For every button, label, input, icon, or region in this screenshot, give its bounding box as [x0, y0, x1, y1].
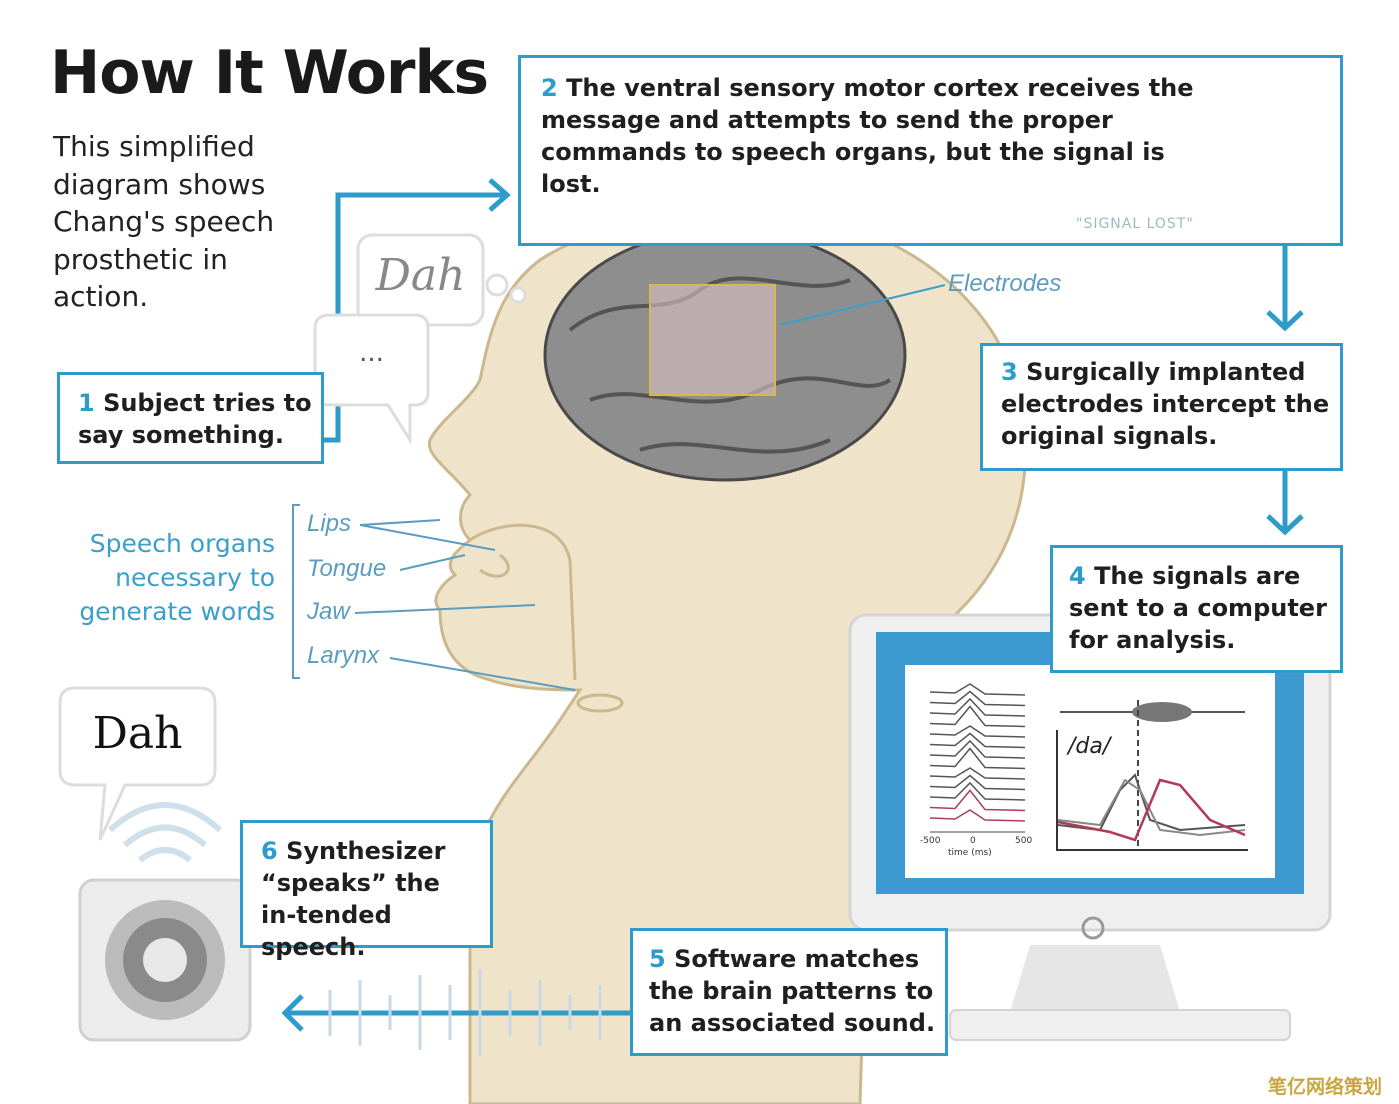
step-6-box: 6 Synthesizer “speaks” the in-tended spe…: [240, 820, 493, 961]
watermark: 笔亿网络策划: [1268, 1076, 1383, 1098]
head-silhouette: [427, 212, 1027, 1104]
speech-organs-caption: Speech organs necessary to generate word…: [79, 529, 275, 626]
step-text: The signals are sent to a computer for a…: [1069, 562, 1327, 654]
step-text: Subject tries to say something.: [78, 389, 312, 449]
signal-trace-line: [929, 697, 1026, 717]
signal-trace-line: [929, 739, 1026, 759]
signal-trace-line: [929, 747, 1026, 770]
speaker-bubble-text: Dah: [92, 708, 183, 759]
step-number: 1: [78, 389, 95, 417]
step-number: 6: [261, 837, 278, 865]
electrodes-label: Electrodes: [948, 270, 1062, 297]
signal-trace-line: [929, 690, 1026, 707]
signal-trace-line: [929, 683, 1026, 696]
step-1-box: 1 Subject tries to say something.: [57, 372, 324, 464]
signal-trace-line: [929, 732, 1026, 749]
step-5-box: 5 Software matches the brain patterns to…: [630, 928, 948, 1056]
signal-lost-label: "SIGNAL LOST": [1076, 216, 1194, 232]
step-number: 2: [541, 74, 558, 102]
larynx-shape: [576, 693, 624, 713]
signal-trace-line: [929, 705, 1026, 728]
step-3-box: 3 Surgically implanted electrodes interc…: [980, 343, 1343, 471]
step-text: Synthesizer “speaks” the in-tended speec…: [261, 837, 446, 961]
label-tongue: Tongue: [307, 555, 387, 582]
speech-bubble-text: ...: [359, 338, 384, 368]
step-2-box: 2 The ventral sensory motor cortex recei…: [518, 55, 1343, 246]
electrode-grid: [649, 284, 776, 396]
signal-trace-line: [929, 809, 1026, 822]
x-axis-label: time (ms): [948, 848, 992, 858]
step-number: 3: [1001, 358, 1018, 386]
label-jaw: Jaw: [307, 598, 350, 625]
label-larynx: Larynx: [307, 642, 380, 669]
step-4-box: 4 The signals are sent to a computer for…: [1050, 545, 1343, 673]
signal-trace-line: [929, 725, 1026, 738]
signal-trace-line: [929, 789, 1026, 812]
signal-trace-line: [929, 774, 1026, 791]
page-title: How It Works: [50, 38, 489, 108]
mouth-cavity: [469, 523, 577, 681]
phoneme-label: /da/: [1068, 734, 1111, 759]
intro-text: This simplified diagram shows Chang's sp…: [53, 130, 275, 313]
step-text: Software matches the brain patterns to a…: [649, 945, 936, 1037]
tick-label: -500: [920, 836, 941, 846]
step-number: 4: [1069, 562, 1086, 590]
step-number: 5: [649, 945, 666, 973]
signal-trace-line: [929, 781, 1026, 801]
tick-label: 500: [1015, 836, 1033, 846]
thought-bubble-text: Dah: [375, 250, 466, 301]
step-text: The ventral sensory motor cortex receive…: [541, 74, 1194, 198]
step-text: Surgically implanted electrodes intercep…: [1001, 358, 1330, 450]
signal-trace-line: [929, 767, 1026, 780]
tick-label: 0: [970, 836, 976, 846]
label-lips: Lips: [307, 510, 352, 537]
